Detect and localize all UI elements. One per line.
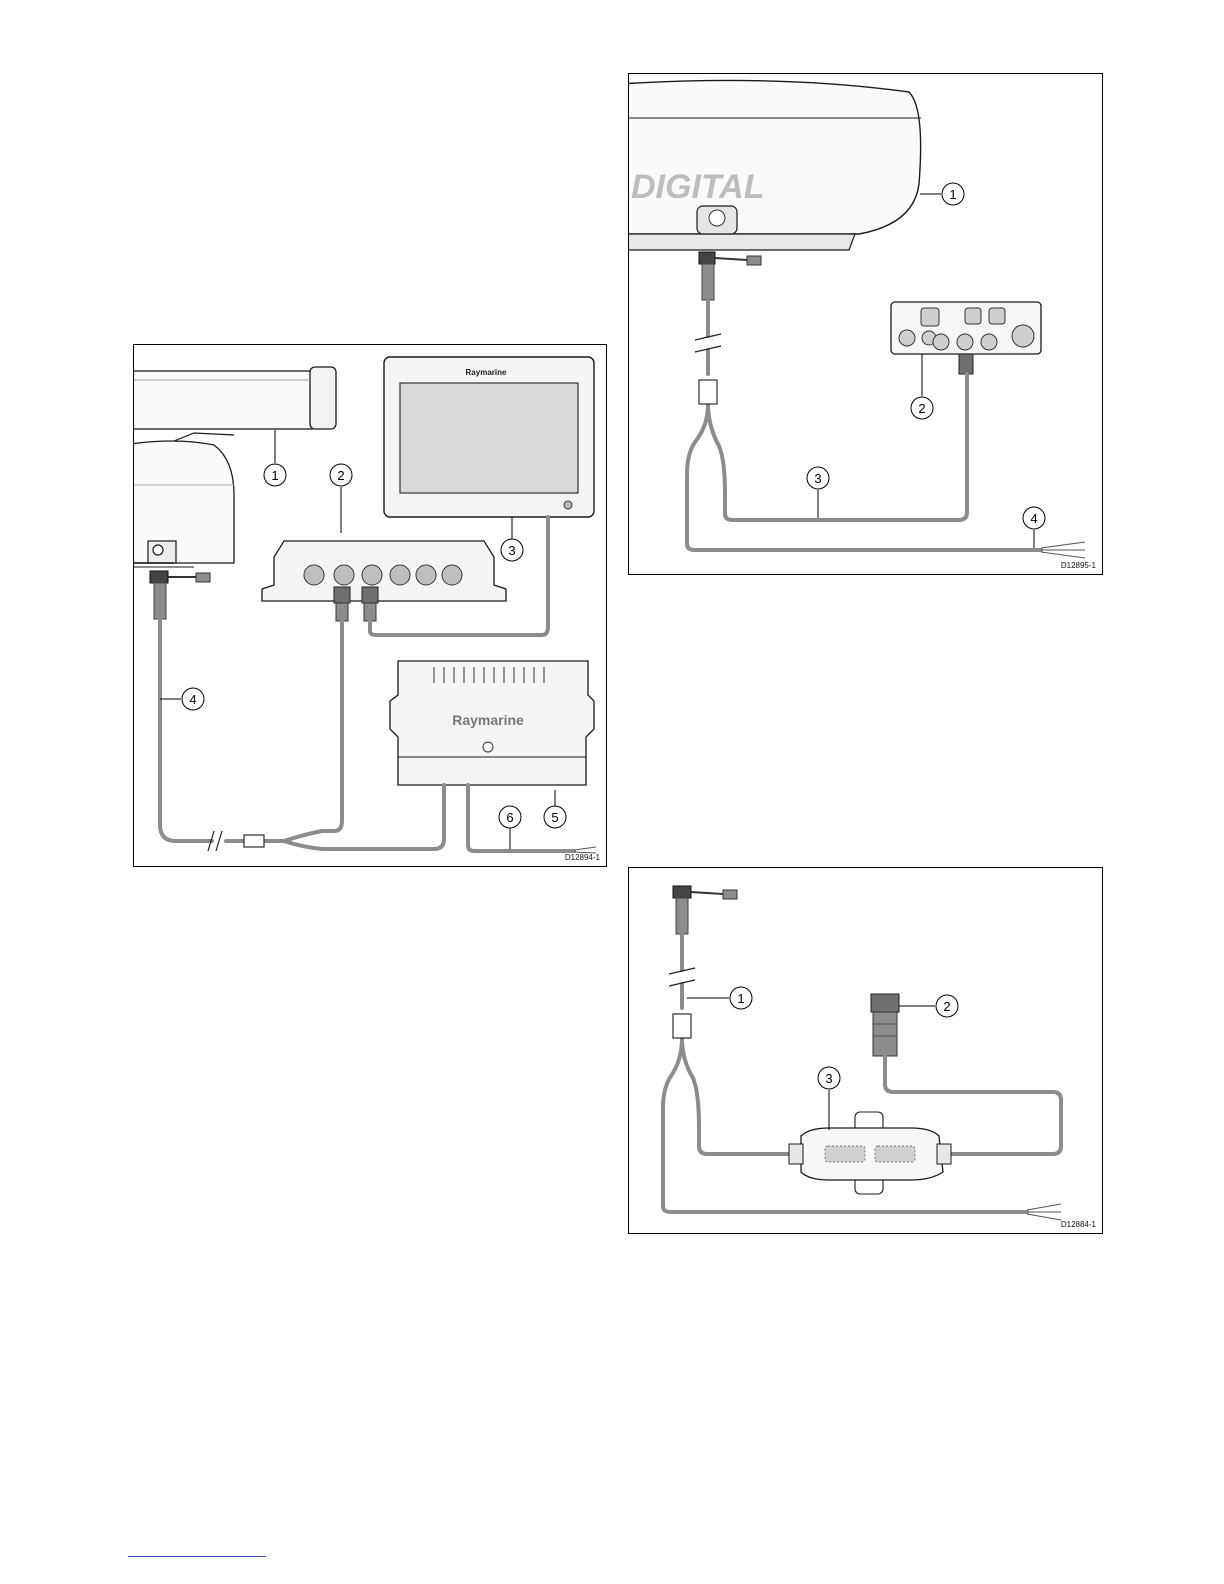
display-brand-label: Raymarine bbox=[466, 368, 507, 377]
callout-6: 6 bbox=[499, 806, 521, 828]
svg-text:3: 3 bbox=[825, 1071, 832, 1086]
svg-text:1: 1 bbox=[949, 187, 956, 202]
svg-text:2: 2 bbox=[943, 999, 950, 1014]
callout-3: 3 bbox=[818, 1067, 840, 1089]
figure-id-top-right: D12895-1 bbox=[1061, 561, 1096, 570]
callout-3: 3 bbox=[807, 467, 829, 489]
network-switch-icon bbox=[891, 302, 1041, 374]
figure-id-left: D12894-1 bbox=[565, 853, 600, 862]
wiring-diagram-top-right: DIGITAL bbox=[629, 74, 1103, 575]
svg-text:6: 6 bbox=[506, 810, 513, 825]
connector-icon bbox=[699, 252, 761, 300]
callout-3: 3 bbox=[501, 539, 523, 561]
callout-1: 1 bbox=[942, 183, 964, 205]
svg-text:4: 4 bbox=[189, 692, 196, 707]
bare-wires-icon bbox=[1041, 542, 1085, 558]
connector-icon bbox=[150, 571, 210, 619]
svg-text:3: 3 bbox=[508, 543, 515, 558]
callout-2: 2 bbox=[936, 995, 958, 1017]
footer-link-rule[interactable] bbox=[128, 1556, 266, 1557]
wiring-diagram-left: Raymarine bbox=[134, 345, 607, 867]
callout-5: 5 bbox=[544, 806, 566, 828]
cable-break-icon bbox=[669, 968, 695, 986]
cable-break-icon bbox=[695, 334, 721, 352]
radar-antenna-icon bbox=[134, 367, 336, 429]
module-brand-label: Raymarine bbox=[452, 712, 524, 728]
callout-4: 4 bbox=[1023, 507, 1045, 529]
callout-2: 2 bbox=[330, 464, 352, 486]
svg-text:1: 1 bbox=[737, 991, 744, 1006]
svg-text:2: 2 bbox=[918, 401, 925, 416]
bare-wires-icon bbox=[1027, 1204, 1061, 1220]
network-switch-icon bbox=[262, 541, 506, 601]
svg-text:5: 5 bbox=[551, 810, 558, 825]
display-icon: Raymarine bbox=[384, 357, 594, 517]
pedestal-icon bbox=[134, 433, 234, 567]
svg-text:4: 4 bbox=[1030, 511, 1037, 526]
cable-joint-icon bbox=[673, 1014, 691, 1038]
connector-icon bbox=[673, 886, 737, 934]
svg-text:3: 3 bbox=[814, 471, 821, 486]
cable-joint-icon bbox=[699, 380, 717, 404]
diagram-inline-coupler-connection: 1 2 3 D12884-1 bbox=[628, 867, 1103, 1234]
callout-2: 2 bbox=[911, 397, 933, 419]
diagram-open-array-connection: Raymarine bbox=[133, 344, 607, 867]
svg-text:1: 1 bbox=[271, 468, 278, 483]
dome-product-label: DIGITAL bbox=[631, 168, 764, 206]
dome-radar-icon: DIGITAL bbox=[629, 80, 921, 250]
callout-4: 4 bbox=[182, 688, 204, 710]
cable-joint-icon bbox=[244, 835, 264, 847]
wiring-diagram-bottom-right: 1 2 3 bbox=[629, 868, 1103, 1234]
figure-id-bottom-right: D12884-1 bbox=[1061, 1220, 1096, 1229]
diagram-dome-connection: DIGITAL bbox=[628, 73, 1103, 575]
connector-icon bbox=[871, 994, 899, 1056]
callout-1: 1 bbox=[264, 464, 286, 486]
inline-coupler-icon bbox=[789, 1112, 951, 1194]
svg-text:2: 2 bbox=[337, 468, 344, 483]
callout-1: 1 bbox=[730, 987, 752, 1009]
power-module-icon: Raymarine bbox=[390, 661, 594, 785]
